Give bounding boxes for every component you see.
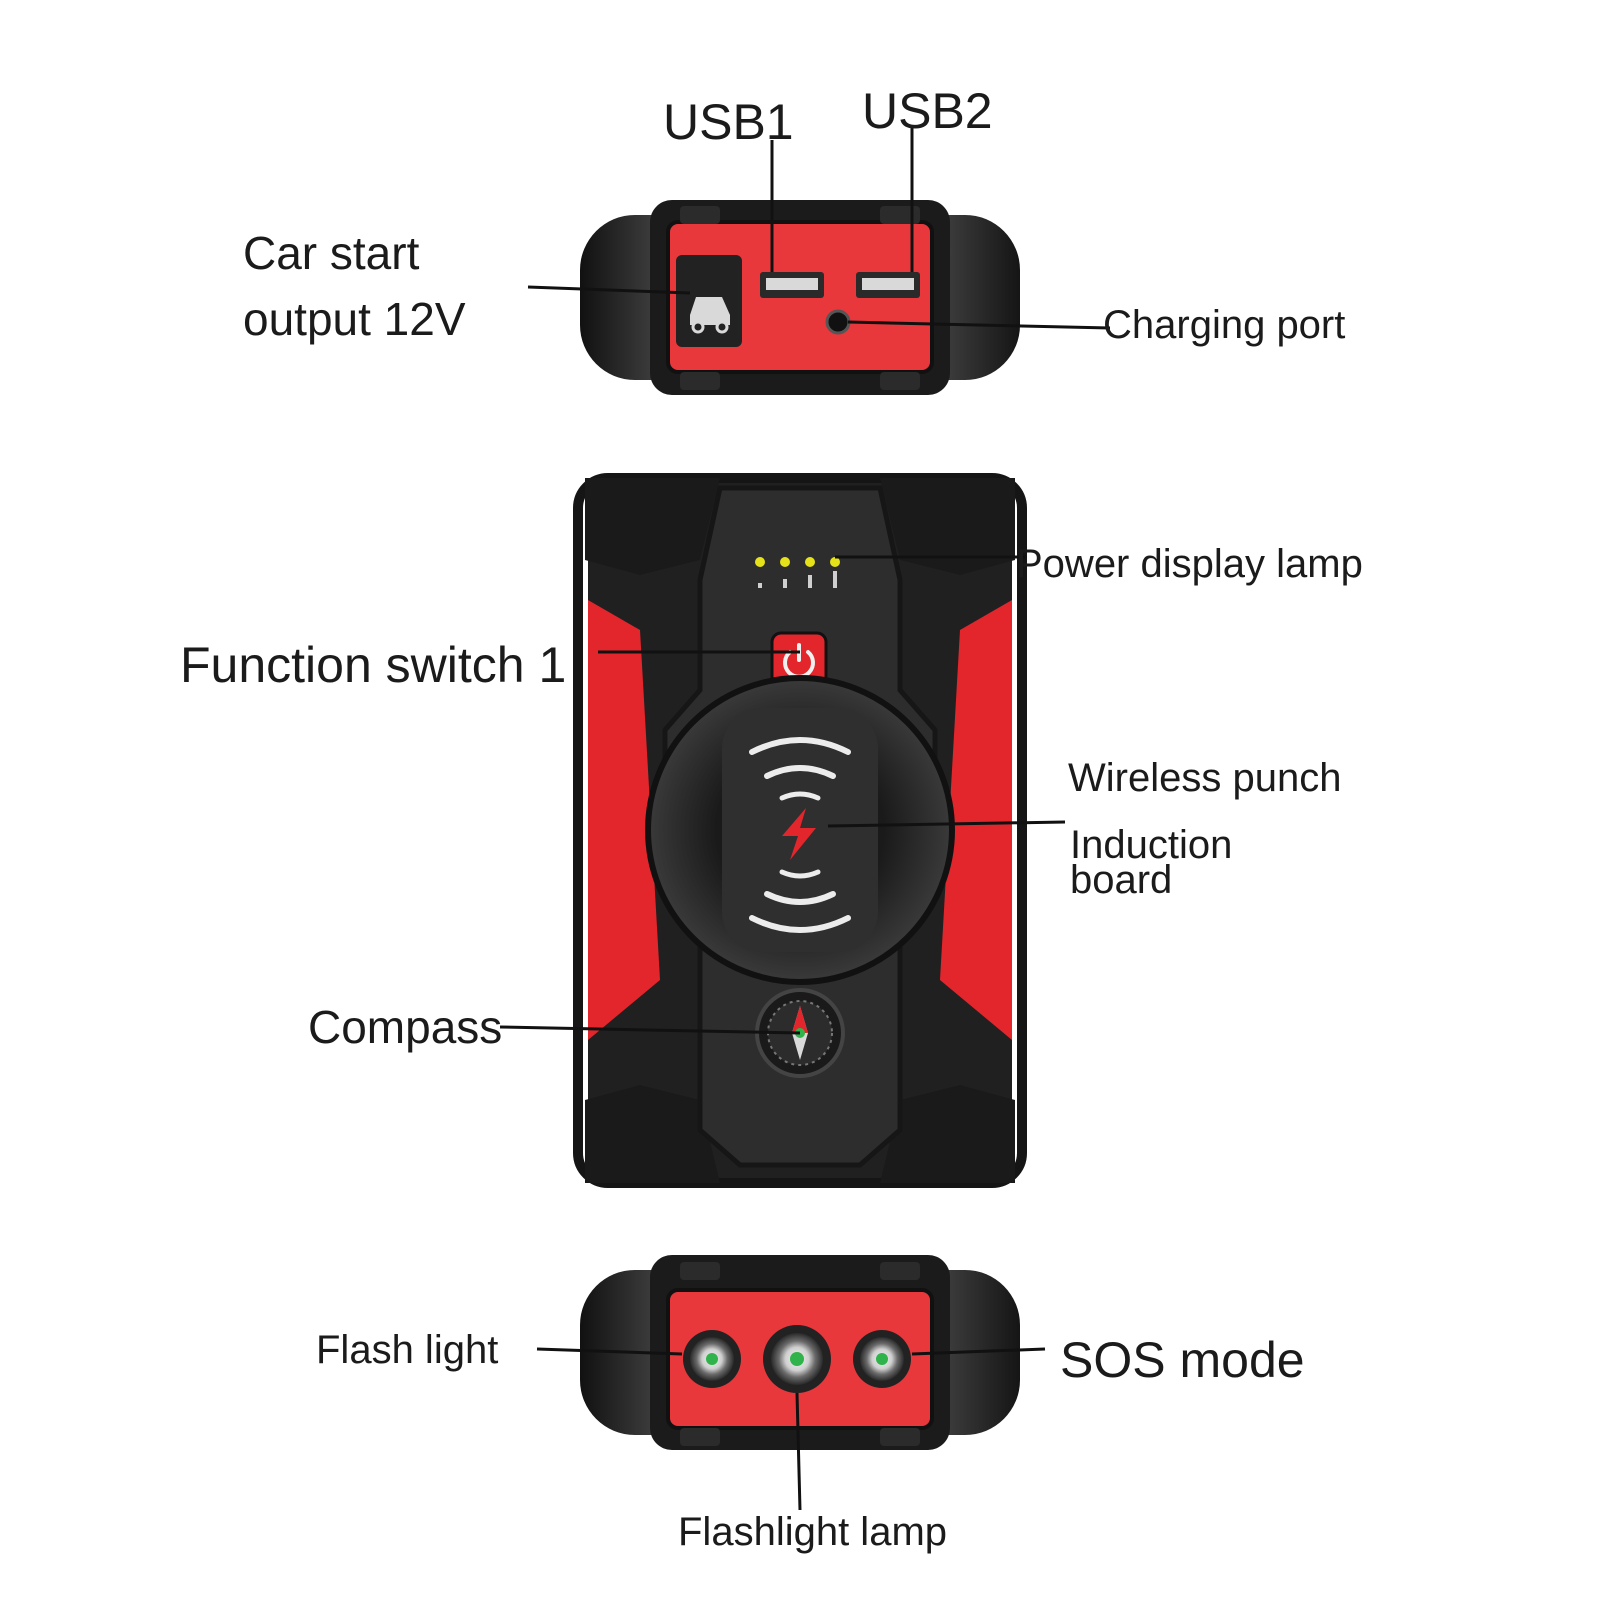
- led-icon: [763, 1325, 831, 1393]
- power-display-lamps: [755, 557, 840, 588]
- sos-mode-label: SOS mode: [1060, 1332, 1305, 1388]
- car-icon: [690, 297, 730, 334]
- leader-lines: [499, 128, 1111, 1511]
- car-start-output-label: output 12V: [243, 293, 466, 345]
- led-icon: [853, 1330, 911, 1388]
- car-start-label: Car start: [243, 227, 420, 279]
- wireless-induction-board: [645, 675, 955, 985]
- power-display-lamp-label: Power display lamp: [1016, 542, 1363, 586]
- led-icon: [683, 1330, 741, 1388]
- charging-port-label: Charging port: [1103, 303, 1346, 347]
- top-end-view: [580, 200, 1020, 395]
- board-label: board: [1070, 858, 1173, 902]
- usb1-label: USB1: [663, 94, 794, 150]
- compass-label: Compass: [308, 1001, 503, 1053]
- wireless-punch-label: Wireless punch: [1068, 756, 1342, 800]
- charging-port: [825, 309, 851, 335]
- function-switch-label: Function switch 1: [180, 637, 567, 693]
- induction-label: Induction: [1070, 823, 1233, 867]
- wireless-charging-icon: [749, 737, 851, 933]
- lightning-icon: [782, 808, 816, 860]
- flash-light-label: Flash light: [316, 1328, 499, 1372]
- front-view: [573, 473, 1027, 1188]
- usb2-label: USB2: [862, 83, 993, 139]
- flashlight-lamp-label: Flashlight lamp: [678, 1510, 948, 1554]
